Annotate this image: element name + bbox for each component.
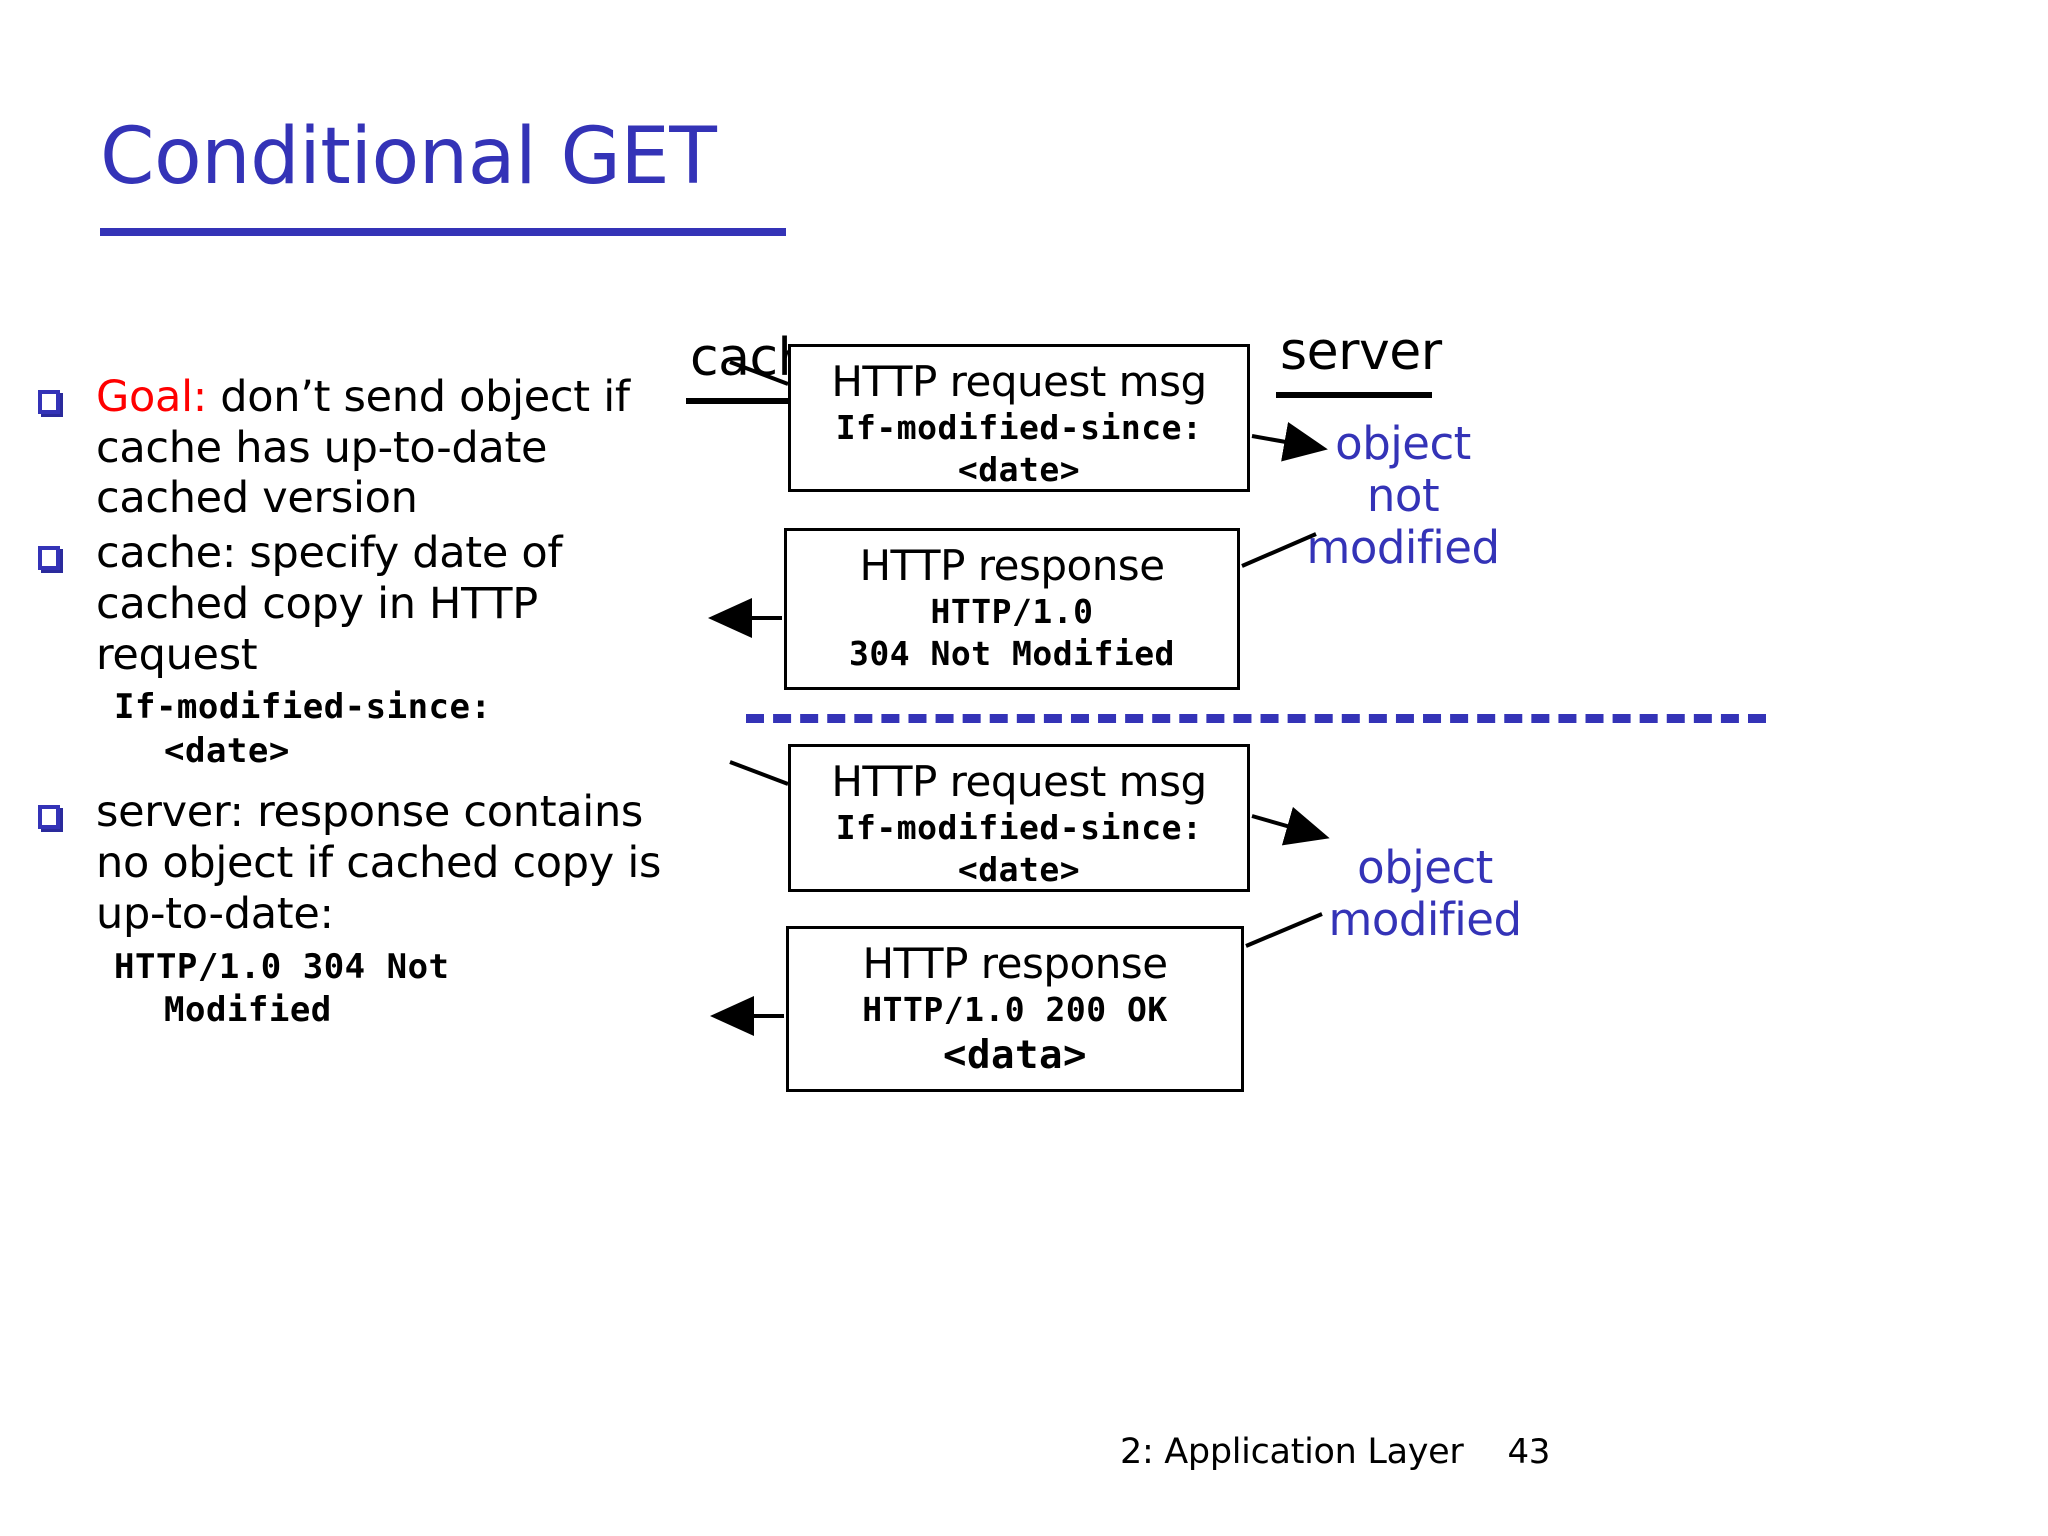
code-line: If-modified-since: [114, 687, 492, 728]
code-line: Modified [164, 990, 332, 1031]
annotation-object-not-modified: object not modified [1288, 417, 1518, 575]
bullet-text: cache: specify date of cached copy in HT… [96, 528, 682, 680]
box-mono-line: HTTP/1.0 [930, 591, 1094, 631]
endpoint-underline-cache [686, 398, 826, 404]
annotation-object-modified: object modified [1300, 841, 1550, 947]
code-line: <date> [164, 730, 290, 771]
box-title: HTTP request msg [831, 357, 1207, 406]
code-snippet-if-modified-since: If-modified-since: <date> [22, 686, 682, 773]
section-divider [746, 714, 1766, 723]
box-mono-line: <date> [957, 849, 1081, 889]
message-box-request-not-modified: HTTP request msg If-modified-since: <dat… [788, 344, 1250, 492]
box-title: HTTP response [859, 541, 1165, 590]
box-title: HTTP response [862, 939, 1168, 988]
list-item: Goal: don’t send object if cache has up-… [22, 372, 682, 524]
square-bullet-icon [38, 805, 60, 830]
list-item: cache: specify date of cached copy in HT… [22, 528, 682, 680]
bullet-body: don’t send object if cache has up-to-dat… [96, 372, 630, 524]
box-mono-line: If-modified-since: [835, 807, 1203, 847]
page-title: Conditional GET [100, 112, 717, 202]
box-title: HTTP request msg [831, 757, 1207, 806]
list-item: server: response contains no object if c… [22, 787, 682, 939]
conditional-get-diagram: cache server HTTP request msg If-modifie… [676, 250, 2036, 1150]
box-mono-line: If-modified-since: [835, 407, 1203, 447]
box-mono-line: HTTP/1.0 200 OK [862, 989, 1168, 1029]
endpoint-label-server: server [1280, 322, 1442, 382]
bullet-body: cache: specify date of cached copy in HT… [96, 528, 563, 680]
code-line: HTTP/1.0 304 Not [114, 946, 450, 987]
page-number: 43 [1507, 1432, 1551, 1472]
annotation-line: object [1335, 417, 1471, 470]
footer-label: 2: Application Layer [1120, 1432, 1464, 1472]
bullet-text: server: response contains no object if c… [96, 787, 682, 939]
code-snippet-304-not-modified: HTTP/1.0 304 Not Modified [22, 946, 682, 1033]
square-bullet-icon [38, 390, 60, 414]
box-mono-line: <data> [943, 1032, 1087, 1078]
message-box-response-200: HTTP response HTTP/1.0 200 OK <data> [786, 926, 1244, 1092]
box-mono-line: 304 Not Modified [849, 633, 1175, 673]
annotation-line: not [1366, 469, 1440, 523]
bullet-list: Goal: don’t send object if cache has up-… [22, 372, 682, 1047]
annotation-line: object [1357, 841, 1493, 894]
box-mono-line: <date> [957, 449, 1081, 489]
message-box-response-304: HTTP response HTTP/1.0 304 Not Modified [784, 528, 1240, 690]
leader-line-cache-request-2 [729, 760, 789, 786]
endpoint-underline-server [1276, 392, 1432, 398]
title-underline [100, 228, 786, 236]
slide-footer: 2: Application Layer 43 [1120, 1432, 2000, 1472]
square-bullet-icon [38, 546, 60, 571]
annotation-line: modified [1328, 893, 1522, 947]
arrow-request-to-server-2 [1251, 806, 1330, 846]
goal-label: Goal: [96, 372, 207, 422]
bullet-text: Goal: don’t send object if cache has up-… [96, 372, 682, 524]
annotation-line: modified [1306, 521, 1500, 575]
bullet-body: server: response contains no object if c… [96, 787, 662, 939]
message-box-request-modified: HTTP request msg If-modified-since: <dat… [788, 744, 1250, 892]
